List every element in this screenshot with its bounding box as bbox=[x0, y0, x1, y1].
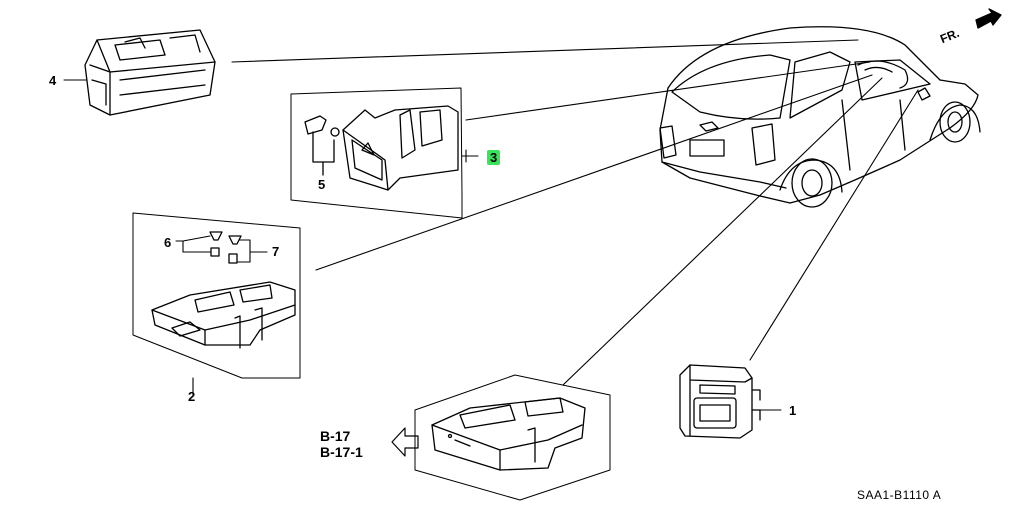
part-3-box bbox=[290, 87, 463, 219]
part-1-drawing bbox=[679, 364, 761, 439]
part-2-box bbox=[132, 212, 301, 379]
part-2-group bbox=[132, 212, 301, 379]
front-arrow-icon bbox=[975, 8, 1002, 29]
part-3-group bbox=[290, 87, 463, 219]
callout-6: 6 bbox=[164, 235, 172, 250]
ac-switch-box bbox=[414, 374, 611, 501]
callout-2: 2 bbox=[188, 389, 196, 404]
leader-lines bbox=[63, 39, 919, 411]
callout-3[interactable]: 3 bbox=[487, 150, 501, 165]
callout-7: 7 bbox=[272, 244, 280, 259]
reference-b17-1[interactable]: B-17-1 bbox=[320, 444, 363, 460]
ac-switch-group bbox=[414, 374, 611, 501]
callout-1: 1 bbox=[789, 403, 797, 418]
reference-b17[interactable]: B-17 bbox=[320, 428, 351, 444]
callout-4: 4 bbox=[49, 73, 57, 88]
callout-5: 5 bbox=[318, 177, 326, 192]
diagram-code: SAA1-B1110 A bbox=[857, 488, 942, 502]
car-outline bbox=[659, 26, 981, 208]
part-4-drawing bbox=[84, 29, 216, 116]
hollow-arrow-left-icon bbox=[391, 427, 419, 457]
